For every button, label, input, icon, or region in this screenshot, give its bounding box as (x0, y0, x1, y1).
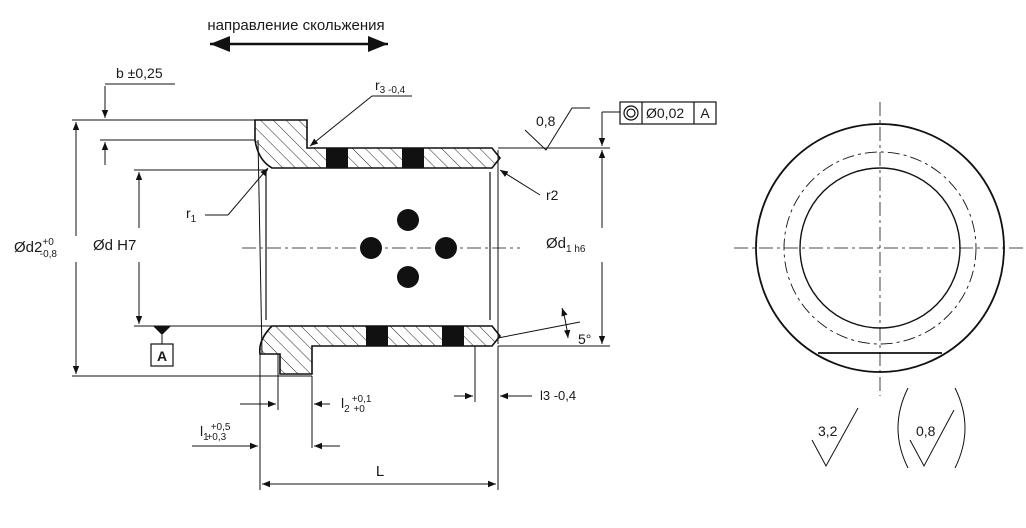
roughness-symbol-bottom-left (811, 407, 859, 468)
dimension-b-label: b ±0,25 (116, 65, 163, 81)
dimension-d-label: Ød H7 (93, 237, 136, 254)
roughness-symbol-top (524, 107, 590, 151)
datum-a-symbol (150, 326, 174, 367)
dimension-d2-label: Ød2+0-0,8 (14, 237, 57, 260)
angle-label: 5° (578, 331, 591, 347)
end-view (734, 102, 1024, 396)
sliding-direction-title: направление скольжения (207, 17, 384, 34)
dimension-r2-label: r2 (546, 187, 559, 203)
concentricity-icon (623, 105, 639, 121)
dimension-b (72, 83, 255, 165)
dimension-d1 (498, 111, 620, 347)
dimension-r3-label: r3 -0,4 (375, 77, 406, 96)
bushing-section (242, 119, 520, 375)
leader-r3 (309, 95, 373, 147)
angle-dimension (497, 307, 581, 339)
tolerance-datum: A (700, 105, 710, 121)
dimension-l2-label: l2+0,1+0 (341, 394, 372, 415)
datum-a-label: A (157, 348, 167, 364)
dimension-d1-label: Ød1 h6 (546, 235, 586, 255)
dimension-r1-label: r1 (186, 205, 197, 225)
roughness-bottom-left-label: 3,2 (818, 423, 838, 439)
dimension-l1-label: l1+0,5+0,3 (200, 422, 231, 443)
leader-r1 (227, 167, 269, 216)
roughness-symbol-bottom-right (897, 387, 966, 469)
dimension-L-label: L (376, 463, 384, 480)
tolerance-value: Ø0,02 (646, 105, 684, 121)
dimension-d2 (72, 122, 312, 377)
tolerance-frame (619, 101, 717, 125)
leader-r2 (499, 169, 541, 196)
dimension-l3-label: l3 -0,4 (540, 388, 576, 403)
roughness-top-label: 0,8 (536, 113, 556, 129)
roughness-bottom-right-label: 0,8 (916, 423, 936, 439)
